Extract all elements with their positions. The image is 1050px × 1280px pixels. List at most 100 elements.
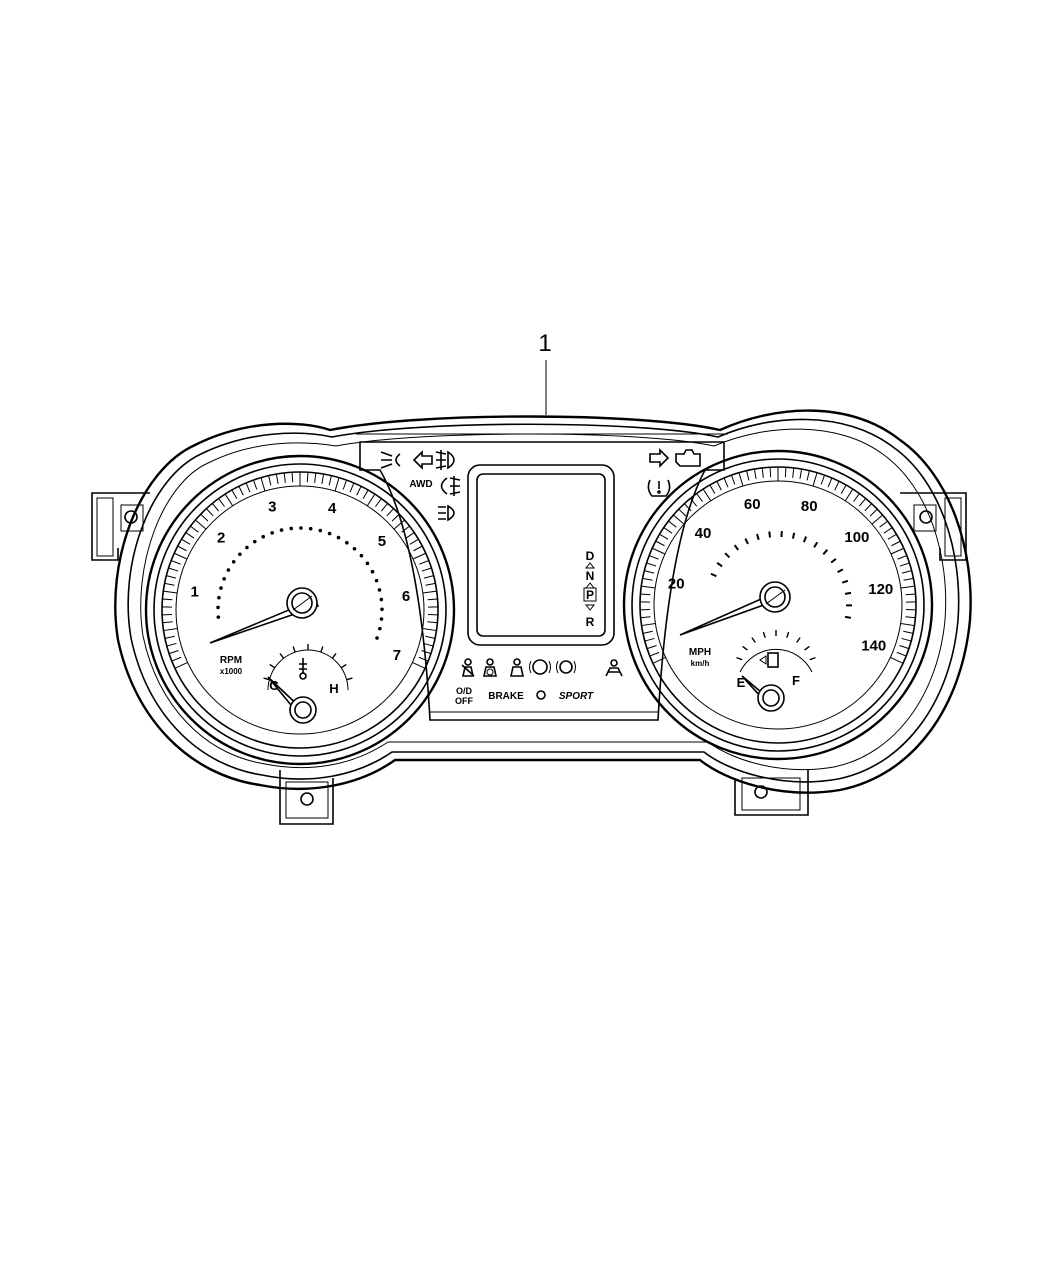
speedometer-tick <box>870 509 877 516</box>
tachometer-tick <box>163 591 177 593</box>
speedometer-numeral: 40 <box>695 525 712 542</box>
turn-signal-left-icon <box>414 452 432 468</box>
speedometer-tick <box>890 657 903 663</box>
speedometer-tick <box>762 468 763 478</box>
speedometer-tick <box>653 657 666 663</box>
parking-brake-icon <box>557 661 576 673</box>
tachometer-tick <box>427 622 437 623</box>
kmh-tick <box>838 569 843 572</box>
tachometer-tick <box>363 490 368 499</box>
tachometer-dot <box>380 617 384 621</box>
speedometer-tick <box>865 504 872 511</box>
tachometer-dot <box>345 541 349 545</box>
speedometer-tick <box>888 534 897 539</box>
tachometer-tick <box>164 628 178 630</box>
tachometer-tick <box>186 533 194 539</box>
fuel-tick <box>805 646 810 650</box>
tachometer-dot-ring <box>216 526 384 640</box>
tachometer-tick <box>329 476 331 486</box>
speedometer-tick <box>679 509 686 516</box>
kmh-tick <box>725 553 729 557</box>
check-engine-icon <box>676 450 700 466</box>
tachometer-tick <box>169 568 179 571</box>
tachometer-dot <box>375 579 379 583</box>
speedometer-tick <box>813 473 817 486</box>
kmh-tick <box>845 617 851 618</box>
tachometer-dot <box>378 627 382 631</box>
speedometer-tick <box>640 594 650 595</box>
speedometer-tick <box>710 485 715 494</box>
tachometer-tick <box>239 486 243 495</box>
speedometer-tick <box>901 586 915 588</box>
kmh-label: km/h <box>691 659 710 668</box>
fuel-tick <box>787 632 789 638</box>
tachometer-tick <box>350 483 354 492</box>
abs-warning-icon <box>530 660 551 674</box>
tachometer-tick <box>392 514 399 521</box>
tachometer-numeral: 7 <box>393 647 401 664</box>
tachometer-dot <box>280 528 284 532</box>
tachometer-tick <box>413 546 422 551</box>
tachometer-numeral: 3 <box>268 499 276 516</box>
tachometer-tick <box>428 599 438 600</box>
tachometer-dot <box>337 536 341 540</box>
speedometer-tick <box>901 623 915 625</box>
tachometer-tick <box>419 657 428 661</box>
speedometer-numeral: 20 <box>668 575 685 592</box>
speedometer-tick <box>905 617 915 618</box>
tachometer-tick <box>232 490 237 499</box>
tachometer-tick <box>178 546 187 551</box>
awd-label: AWD <box>409 479 432 490</box>
speedometer-tick <box>642 623 656 625</box>
tachometer-tick <box>246 483 250 492</box>
speedometer-numeral: 100 <box>844 529 869 546</box>
cruise-indicator-icon <box>537 691 545 699</box>
speedometer-tick <box>835 481 839 490</box>
tachometer-tick <box>425 636 435 638</box>
od-off-label-line1: O/D <box>456 686 473 696</box>
tachometer-dot <box>289 527 293 531</box>
fuel-pump-icon <box>760 653 778 667</box>
fog-lamp-front-icon <box>436 450 454 470</box>
tachometer-tick <box>413 553 426 559</box>
tachometer-tick <box>381 503 387 511</box>
speedometer-needle <box>680 595 772 635</box>
tachometer-dot <box>222 577 226 581</box>
speedometer-tick <box>717 481 721 490</box>
tachometer-tick <box>171 561 180 565</box>
gear-label-p: P <box>586 588 594 602</box>
tachometer-dot <box>232 560 236 564</box>
tachometer-tick <box>419 561 428 565</box>
tachometer-dot <box>380 607 384 611</box>
kmh-tick <box>745 539 748 544</box>
passenger-airbag-icon <box>511 659 523 676</box>
fuel-gauge: E F <box>737 630 816 711</box>
tachometer-tick <box>343 480 346 489</box>
tachometer-tick <box>410 539 419 544</box>
speedometer-tick <box>652 548 665 554</box>
fuel-hub <box>758 685 784 711</box>
tachometer-tick <box>172 657 181 661</box>
speedometer-tick <box>828 478 832 487</box>
kmh-tick <box>793 533 794 539</box>
temperature-tick <box>321 646 323 652</box>
speedometer-tick <box>650 652 659 656</box>
tachometer-tick <box>219 499 225 507</box>
tachometer-dot <box>238 552 242 556</box>
tachometer-tick <box>307 472 308 482</box>
tachometer-dot <box>375 636 379 640</box>
fuel-tick <box>737 658 743 660</box>
temperature-tick <box>270 664 275 667</box>
tachometer-tick <box>165 583 175 585</box>
high-beam-icon <box>438 506 454 520</box>
tachometer-numeral: 5 <box>378 533 386 550</box>
tachometer-tick <box>375 499 381 507</box>
sport-label: SPORT <box>559 691 594 702</box>
tachometer-tick <box>163 622 173 623</box>
tachometer-tick <box>175 662 188 668</box>
kmh-tick <box>814 542 817 547</box>
speedometer-tick <box>747 471 749 481</box>
rpm-label: RPM <box>220 655 242 666</box>
tachometer-dot <box>353 547 357 551</box>
